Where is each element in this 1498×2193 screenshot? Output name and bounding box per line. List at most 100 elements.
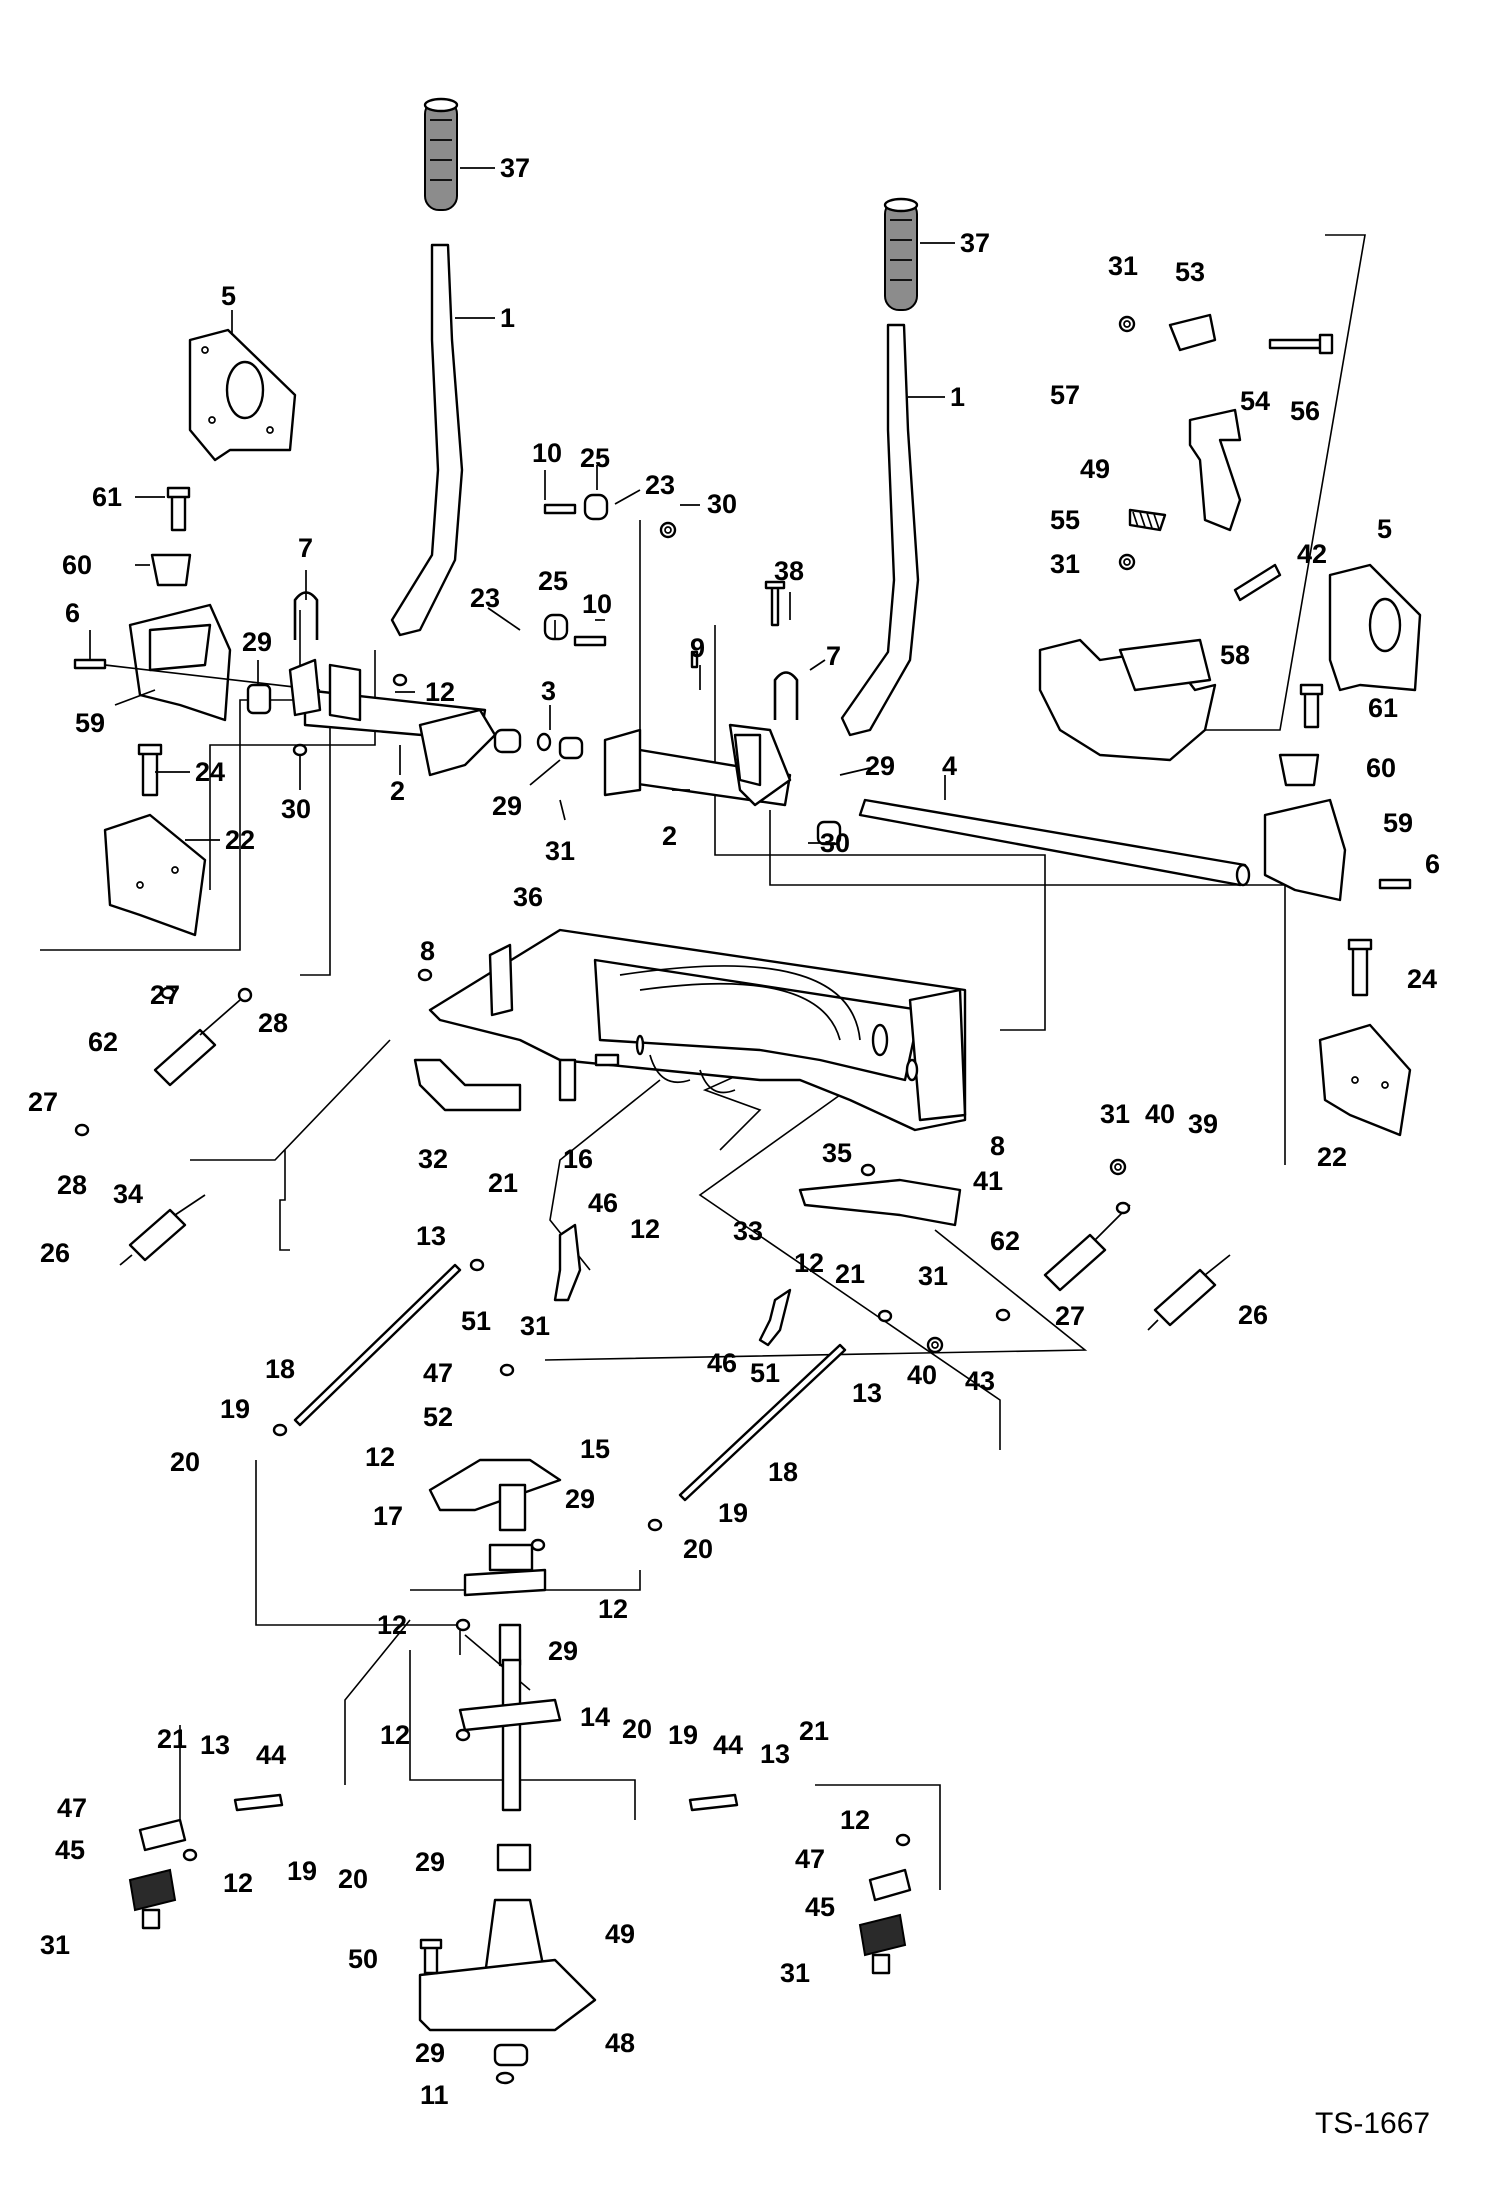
plate-32 xyxy=(413,1058,522,1112)
center-column xyxy=(418,1458,597,2085)
callout-24: 24 xyxy=(195,757,225,787)
callout-19: 19 xyxy=(668,1720,698,1750)
mount-plate-right xyxy=(1328,563,1422,692)
callout-20: 20 xyxy=(683,1534,713,1564)
callout-29: 29 xyxy=(548,1636,578,1666)
callout-60: 60 xyxy=(62,550,92,580)
bell-crank-left xyxy=(553,1223,582,1302)
callout-55: 55 xyxy=(1050,505,1080,535)
callout-5: 5 xyxy=(1377,514,1392,544)
rod-18-left xyxy=(293,1263,462,1427)
callout-31: 31 xyxy=(520,1311,550,1341)
callout-19: 19 xyxy=(718,1498,748,1528)
callout-3: 3 xyxy=(541,676,556,706)
callout-31: 31 xyxy=(780,1958,810,1988)
callout-20: 20 xyxy=(338,1864,368,1894)
callout-12: 12 xyxy=(598,1594,628,1624)
callout-27: 27 xyxy=(150,980,180,1010)
callout-22: 22 xyxy=(1317,1142,1347,1172)
link-44-right xyxy=(688,1793,739,1812)
callout-47: 47 xyxy=(423,1358,453,1388)
callout-17: 17 xyxy=(373,1501,403,1531)
callout-7: 7 xyxy=(298,533,313,563)
gas-spring-right xyxy=(1043,1204,1131,1292)
callout-20: 20 xyxy=(170,1447,200,1477)
callout-21: 21 xyxy=(157,1724,187,1754)
bell-crank-right xyxy=(758,1288,792,1347)
callout-51: 51 xyxy=(750,1358,780,1388)
callout-29: 29 xyxy=(865,751,895,781)
bracket-22-right xyxy=(1318,938,1412,1137)
callout-48: 48 xyxy=(605,2028,635,2058)
callout-9: 9 xyxy=(690,633,705,663)
callout-18: 18 xyxy=(265,1354,295,1384)
callout-50: 50 xyxy=(348,1944,378,1974)
callout-30: 30 xyxy=(707,489,737,519)
callout-12: 12 xyxy=(365,1442,395,1472)
callout-25: 25 xyxy=(580,443,610,473)
callout-31: 31 xyxy=(1100,1099,1130,1129)
cross-tube-4 xyxy=(858,798,1251,887)
callout-7: 7 xyxy=(826,641,841,671)
callout-31: 31 xyxy=(1108,251,1138,281)
callout-8: 8 xyxy=(990,1131,1005,1161)
callout-12: 12 xyxy=(425,677,455,707)
callout-61: 61 xyxy=(1368,693,1398,723)
damper-right xyxy=(1147,1254,1231,1331)
callout-57: 57 xyxy=(1050,380,1080,410)
callout-22: 22 xyxy=(225,825,255,855)
callout-29: 29 xyxy=(565,1484,595,1514)
callout-10: 10 xyxy=(532,438,562,468)
callout-59: 59 xyxy=(75,708,105,738)
callout-30: 30 xyxy=(281,794,311,824)
callout-46: 46 xyxy=(588,1188,618,1218)
callout-leaders xyxy=(89,167,955,844)
callout-41: 41 xyxy=(973,1166,1003,1196)
callout-30: 30 xyxy=(820,828,850,858)
callout-19: 19 xyxy=(287,1856,317,1886)
callout-6: 6 xyxy=(65,598,80,628)
callout-36: 36 xyxy=(513,882,543,912)
callout-29: 29 xyxy=(242,627,272,657)
u-bolt-right xyxy=(773,671,799,720)
callout-31: 31 xyxy=(40,1930,70,1960)
callout-32: 32 xyxy=(418,1144,448,1174)
callout-13: 13 xyxy=(200,1730,230,1760)
mount-plate-left xyxy=(188,328,297,462)
callout-43: 43 xyxy=(965,1366,995,1396)
callout-1: 1 xyxy=(950,382,965,412)
callout-35: 35 xyxy=(822,1138,852,1168)
callout-23: 23 xyxy=(645,470,675,500)
callout-23: 23 xyxy=(470,583,500,613)
callout-29: 29 xyxy=(492,791,522,821)
callout-4: 4 xyxy=(942,751,957,781)
callout-44: 44 xyxy=(256,1740,286,1770)
callout-28: 28 xyxy=(258,1008,288,1038)
callout-2: 2 xyxy=(662,821,677,851)
callout-13: 13 xyxy=(416,1221,446,1251)
callout-49: 49 xyxy=(1080,454,1110,484)
hardware xyxy=(74,315,1136,1862)
main-shaft-right xyxy=(603,723,792,807)
callout-56: 56 xyxy=(1290,396,1320,426)
callout-38: 38 xyxy=(774,556,804,586)
callout-1: 1 xyxy=(500,303,515,333)
callout-29: 29 xyxy=(415,1847,445,1877)
callout-40: 40 xyxy=(907,1360,937,1390)
callout-11: 11 xyxy=(420,2080,449,2110)
callout-5: 5 xyxy=(221,281,236,311)
callout-40: 40 xyxy=(1145,1099,1175,1129)
callout-25: 25 xyxy=(538,566,568,596)
callout-58: 58 xyxy=(1220,640,1250,670)
callout-45: 45 xyxy=(55,1835,85,1865)
gas-spring-left xyxy=(153,987,253,1087)
callout-26: 26 xyxy=(1238,1300,1268,1330)
frame-36 xyxy=(428,928,967,1132)
callout-26: 26 xyxy=(40,1238,70,1268)
callout-6: 6 xyxy=(1425,849,1440,879)
drawing-reference: TS-1667 xyxy=(1315,2107,1430,2140)
callout-14: 14 xyxy=(580,1702,610,1732)
damper-left xyxy=(119,1194,206,1266)
callout-31: 31 xyxy=(1050,549,1080,579)
callout-27: 27 xyxy=(28,1087,58,1117)
